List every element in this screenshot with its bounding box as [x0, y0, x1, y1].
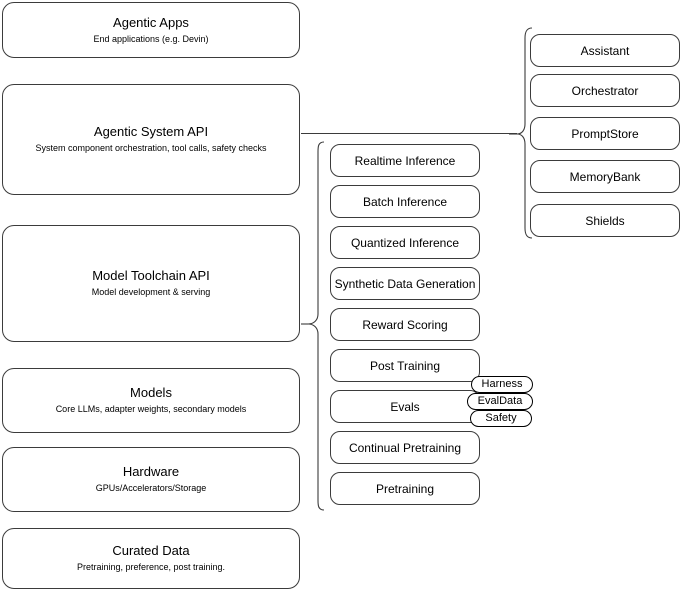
agentic-box-promptstore[interactable]: PromptStore — [530, 117, 680, 150]
toolchain-box-realtime-inference[interactable]: Realtime Inference — [330, 144, 480, 177]
brace-toolchain — [301, 141, 325, 511]
toolchain-label: Realtime Inference — [354, 153, 456, 168]
layer-box-agentic-system-api[interactable]: Agentic System API System component orch… — [2, 84, 300, 195]
evals-badge-evaldata[interactable]: EvalData — [467, 393, 533, 410]
toolchain-label: Evals — [390, 399, 420, 414]
layer-title: Agentic System API — [93, 124, 209, 139]
layer-subtitle: System component orchestration, tool cal… — [35, 143, 267, 153]
toolchain-label: Synthetic Data Generation — [334, 276, 476, 291]
toolchain-box-continual-pretraining[interactable]: Continual Pretraining — [330, 431, 480, 464]
layer-title: Hardware — [122, 464, 180, 479]
agentic-box-orchestrator[interactable]: Orchestrator — [530, 74, 680, 107]
layer-title: Model Toolchain API — [92, 268, 210, 283]
layer-title: Models — [130, 385, 172, 400]
agentic-label: Shields — [585, 213, 625, 228]
layer-box-hardware[interactable]: Hardware GPUs/Accelerators/Storage — [2, 447, 300, 512]
agentic-box-assistant[interactable]: Assistant — [530, 34, 680, 67]
agentic-label: Assistant — [580, 43, 630, 58]
toolchain-label: Continual Pretraining — [348, 440, 462, 455]
layer-subtitle: Core LLMs, adapter weights, secondary mo… — [55, 404, 247, 414]
layer-box-models[interactable]: Models Core LLMs, adapter weights, secon… — [2, 368, 300, 433]
layer-subtitle: Pretraining, preference, post training. — [76, 562, 226, 572]
toolchain-box-post-training[interactable]: Post Training — [330, 349, 480, 382]
connector-agentic-system-to-components — [301, 133, 517, 134]
layer-box-model-toolchain-api[interactable]: Model Toolchain API Model development & … — [2, 225, 300, 342]
toolchain-box-evals[interactable]: Evals — [330, 390, 480, 423]
toolchain-label: Reward Scoring — [362, 317, 448, 332]
toolchain-label: Quantized Inference — [350, 235, 460, 250]
layer-subtitle: End applications (e.g. Devin) — [93, 33, 209, 44]
evals-badge-harness[interactable]: Harness — [471, 376, 533, 393]
toolchain-box-reward-scoring[interactable]: Reward Scoring — [330, 308, 480, 341]
brace-agentic — [509, 27, 533, 239]
toolchain-box-quantized-inference[interactable]: Quantized Inference — [330, 226, 480, 259]
toolchain-box-synthetic-data-generation[interactable]: Synthetic Data Generation — [330, 267, 480, 300]
toolchain-box-pretraining[interactable]: Pretraining — [330, 472, 480, 505]
toolchain-box-batch-inference[interactable]: Batch Inference — [330, 185, 480, 218]
layer-subtitle: Model development & serving — [91, 287, 211, 297]
layer-subtitle: GPUs/Accelerators/Storage — [95, 483, 207, 493]
agentic-label: MemoryBank — [569, 169, 641, 184]
agentic-box-memorybank[interactable]: MemoryBank — [530, 160, 680, 193]
layer-box-agentic-apps[interactable]: Agentic Apps End applications (e.g. Devi… — [2, 2, 300, 58]
layer-title: Agentic Apps — [113, 14, 189, 30]
evals-badge-safety[interactable]: Safety — [470, 410, 532, 427]
layer-title: Curated Data — [112, 543, 190, 558]
agentic-label: Orchestrator — [571, 83, 639, 98]
toolchain-label: Batch Inference — [362, 194, 448, 209]
toolchain-label: Post Training — [369, 358, 441, 373]
toolchain-label: Pretraining — [375, 481, 435, 496]
agentic-box-shields[interactable]: Shields — [530, 204, 680, 237]
agentic-label: PromptStore — [571, 126, 639, 141]
layer-box-curated-data[interactable]: Curated Data Pretraining, preference, po… — [2, 528, 300, 589]
